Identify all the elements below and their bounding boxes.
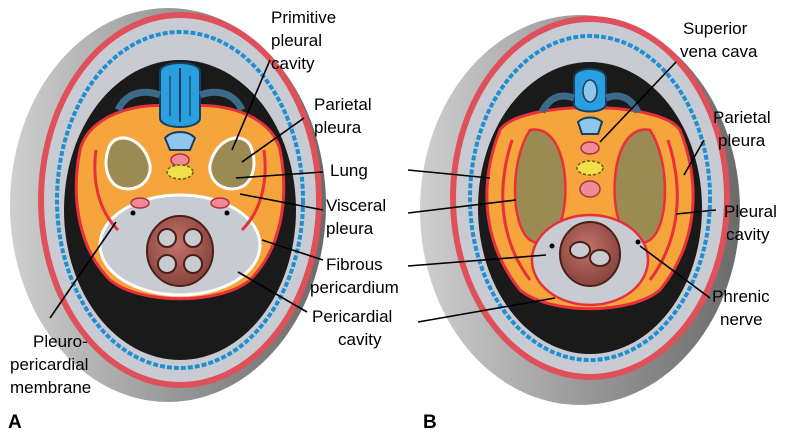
superior-vena-cava <box>581 142 599 154</box>
panel-b-diagram <box>420 15 740 405</box>
label-pericardial-cavity: Pericardial cavity <box>312 307 397 349</box>
label-parietal-pleura-a: Parietal pleura <box>314 95 376 137</box>
label-primitive-pleural-cavity: Primitive pleural cavity <box>271 8 341 73</box>
label-phrenic-nerve: Phrenic nerve <box>712 287 774 329</box>
panel-letter-a: A <box>8 412 22 433</box>
label-superior-vena-cava: Superior vena cava <box>680 19 758 61</box>
esophagus <box>577 161 603 175</box>
label-pleuropericardial-membrane: Pleuro- pericardial membrane <box>10 332 93 397</box>
heart <box>560 222 620 286</box>
heart <box>147 216 213 286</box>
label-visceral-pleura: Visceral pleura <box>326 196 391 238</box>
esophagus <box>167 165 193 179</box>
aorta <box>171 154 189 166</box>
label-lung: Lung <box>330 161 368 180</box>
panel-letter-b: B <box>423 412 437 433</box>
label-fibrous-pericardium: Fibrous pericardium <box>310 255 399 297</box>
